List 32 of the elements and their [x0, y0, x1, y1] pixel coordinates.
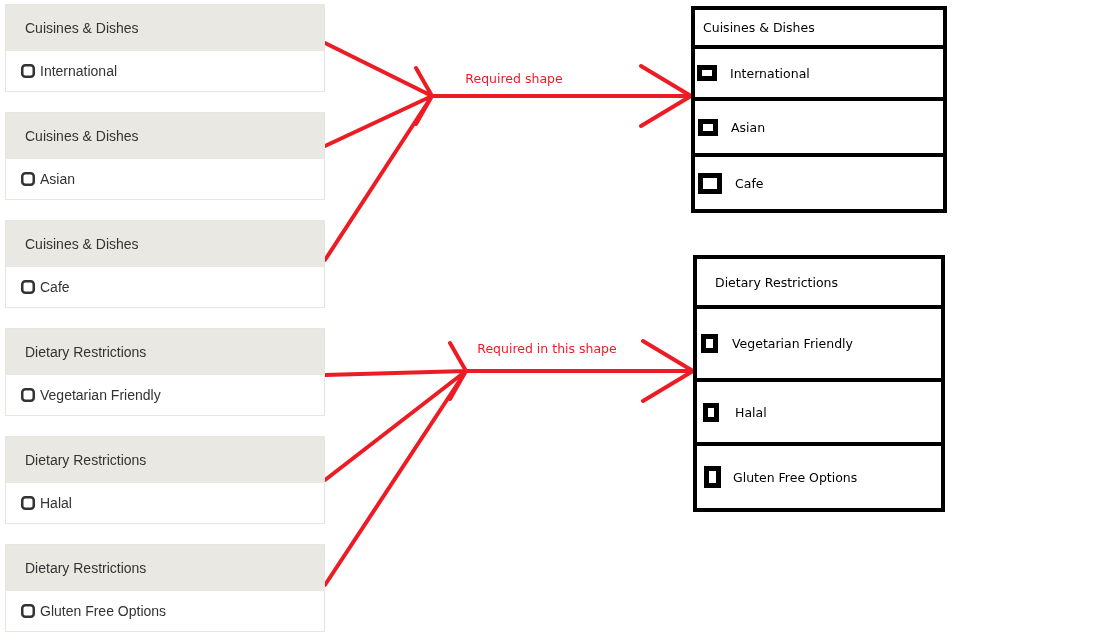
option-label: Asian: [731, 119, 766, 135]
panel-heading: Cuisines & Dishes: [703, 20, 815, 35]
edge-label: Required in this shape: [475, 340, 619, 356]
option-label: Cafe: [40, 279, 70, 295]
option-label: Vegetarian Friendly: [732, 336, 853, 351]
option-label: International: [40, 63, 118, 79]
section-header: Cuisines & Dishes: [6, 5, 324, 51]
option-label: Gluten Free Options: [733, 469, 858, 485]
option-label: Halal: [735, 404, 767, 420]
option-label: Gluten Free Options: [40, 603, 167, 619]
option-label: Vegetarian Friendly: [40, 387, 161, 403]
filter-card: [5, 544, 325, 632]
option-label: International: [730, 65, 810, 81]
option-label: Cafe: [735, 175, 764, 191]
filter-card: [5, 220, 325, 308]
option-label: Asian: [40, 171, 76, 187]
filter-card: [5, 4, 325, 92]
option-label: Halal: [40, 495, 72, 511]
section-header: Dietary Restrictions: [6, 329, 324, 375]
section-header: Dietary Restrictions: [6, 545, 324, 591]
options-panel: [693, 255, 945, 512]
filter-card: [5, 328, 325, 416]
arrow: [323, 339, 695, 587]
arrow: [323, 41, 693, 262]
filter-card: [5, 436, 325, 524]
section-header: Dietary Restrictions: [6, 437, 324, 483]
panel-heading: Dietary Restrictions: [715, 274, 839, 290]
edge-label: Required shape: [463, 70, 565, 86]
section-header: Cuisines & Dishes: [6, 221, 324, 267]
section-header: Cuisines & Dishes: [6, 113, 324, 159]
filter-card: [5, 112, 325, 200]
options-panel: [691, 6, 947, 213]
